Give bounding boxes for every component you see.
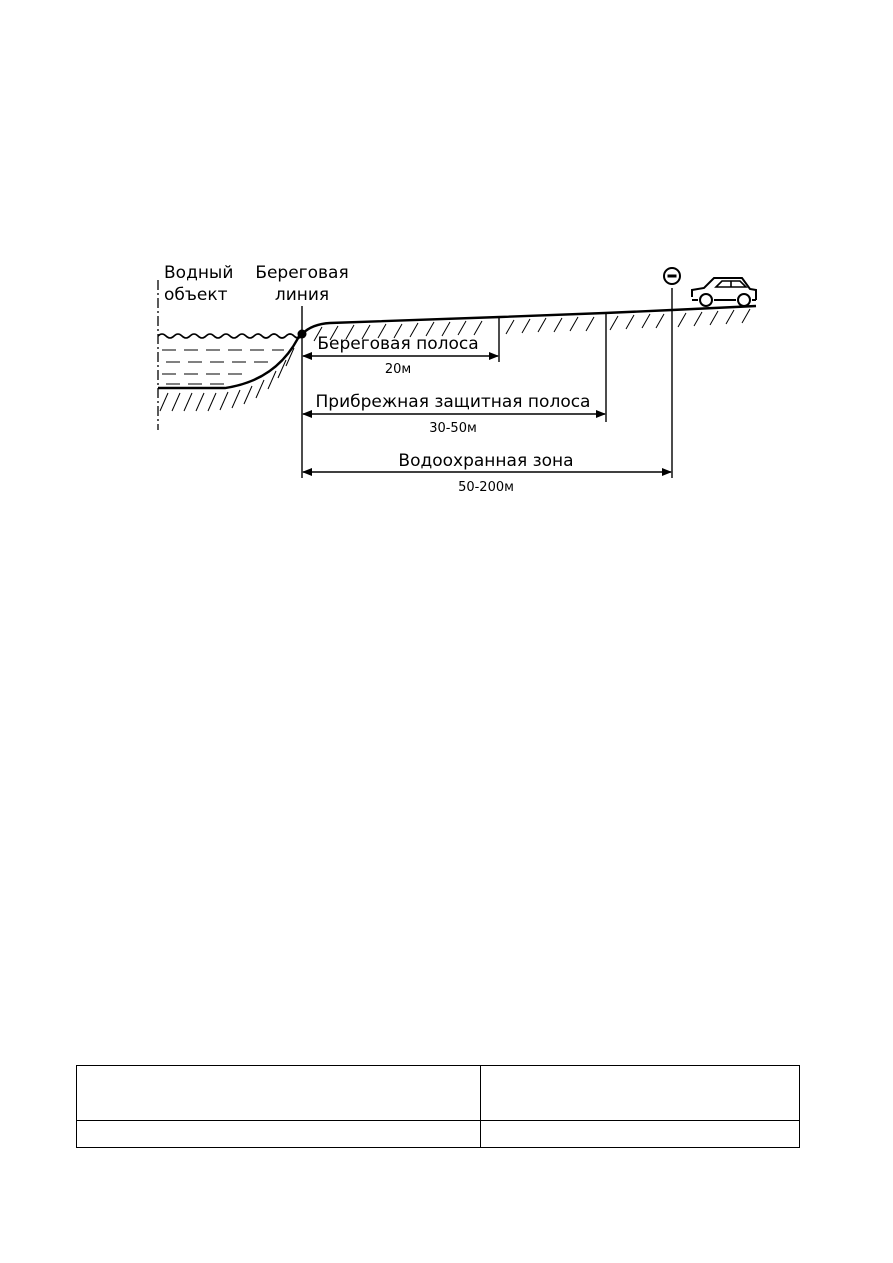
ground-hatching bbox=[313, 308, 751, 342]
protective-strip-label: Прибрежная защитная полоса bbox=[316, 392, 591, 412]
footer-table-cell bbox=[480, 1065, 800, 1121]
coastal-strip-label: Береговая полоса bbox=[317, 334, 478, 354]
footer-table-cell bbox=[76, 1065, 481, 1121]
ground-surface-line bbox=[301, 304, 757, 335]
footer-table-row bbox=[76, 1120, 800, 1148]
shoreline-label-line1: Береговая bbox=[255, 263, 348, 283]
footer-table-cell bbox=[76, 1120, 481, 1148]
water-protection-zone-label: Водоохранная зона bbox=[398, 451, 573, 471]
riverbed-line bbox=[158, 329, 304, 390]
water-body-label-line1: Водный bbox=[164, 263, 233, 283]
water-body-label-line2: объект bbox=[164, 285, 228, 305]
footer-table-cell bbox=[480, 1120, 800, 1148]
no-entry-sign-icon bbox=[663, 267, 681, 285]
water-protection-zone-width: 50-200м bbox=[458, 480, 514, 495]
footer-table-row bbox=[76, 1065, 800, 1121]
water-protection-zone-diagram: Водный объект Береговая линия Береговая … bbox=[157, 263, 757, 495]
water-surface-wave bbox=[157, 333, 303, 339]
car-icon bbox=[691, 277, 757, 307]
riverbed-hatching bbox=[159, 347, 295, 412]
footer-table bbox=[76, 1065, 800, 1148]
water-dashes bbox=[162, 349, 284, 385]
shoreline-point bbox=[297, 329, 307, 339]
protective-strip-width: 30-50м bbox=[429, 421, 477, 436]
coastal-strip-width: 20м bbox=[385, 362, 411, 377]
shoreline-label-line2: линия bbox=[275, 285, 329, 305]
